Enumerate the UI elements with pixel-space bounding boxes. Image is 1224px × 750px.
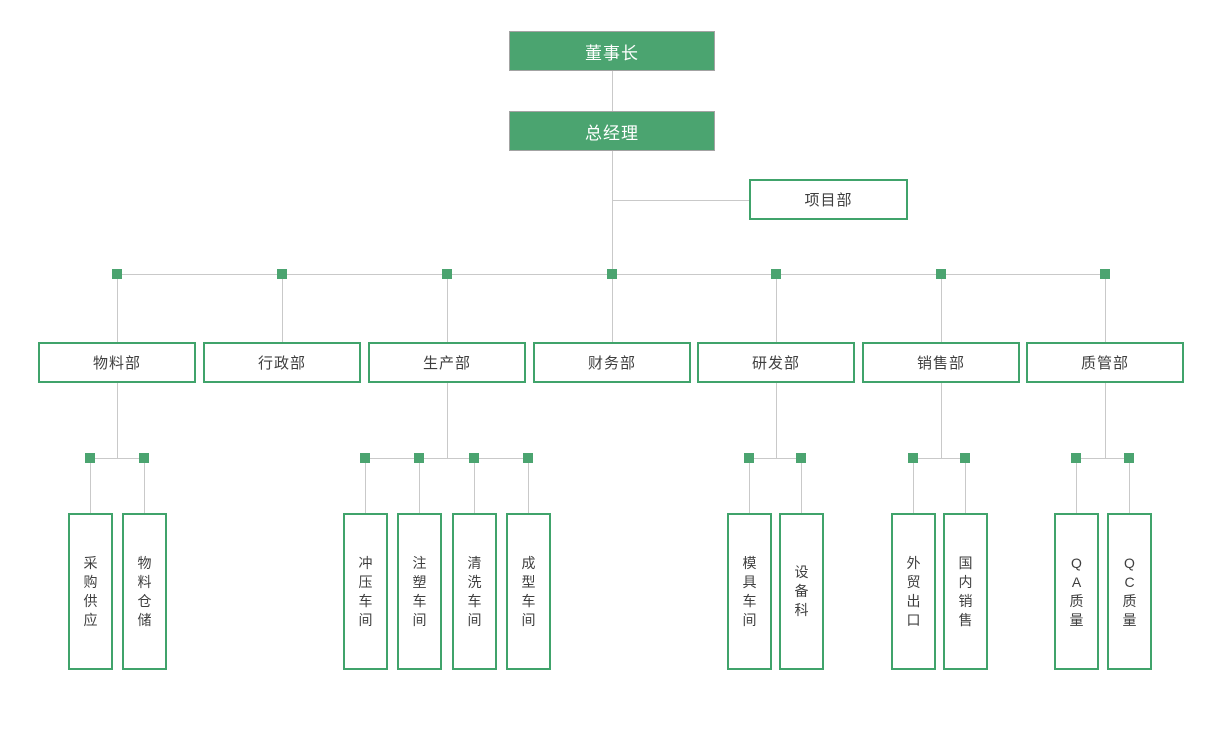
node-foreign-trade-export[interactable]: 外 贸 出 口 <box>891 513 936 670</box>
connector-line <box>447 274 448 342</box>
node-finance-dept[interactable]: 财务部 <box>533 342 691 383</box>
junction-marker <box>936 269 946 279</box>
connector-line <box>1129 458 1130 513</box>
node-cleaning-workshop[interactable]: 清 洗 车 间 <box>452 513 497 670</box>
connector-line <box>1076 458 1129 459</box>
node-injection-workshop[interactable]: 注 塑 车 间 <box>397 513 442 670</box>
junction-marker <box>1124 453 1134 463</box>
connector-line <box>913 458 914 513</box>
node-general-manager[interactable]: 总经理 <box>509 111 715 151</box>
junction-marker <box>607 269 617 279</box>
connector-line <box>801 458 802 513</box>
junction-marker <box>796 453 806 463</box>
node-equipment-section[interactable]: 设 备 科 <box>779 513 824 670</box>
node-production-dept[interactable]: 生产部 <box>368 342 526 383</box>
connector-line <box>612 151 613 274</box>
connector-line <box>965 458 966 513</box>
node-procurement-supply[interactable]: 采 购 供 应 <box>68 513 113 670</box>
junction-marker <box>85 453 95 463</box>
node-mold-workshop[interactable]: 模 具 车 间 <box>727 513 772 670</box>
junction-marker <box>442 269 452 279</box>
connector-line <box>419 458 420 513</box>
connector-line <box>447 383 448 458</box>
connector-line <box>1105 274 1106 342</box>
node-rnd-dept[interactable]: 研发部 <box>697 342 855 383</box>
node-stamping-workshop[interactable]: 冲 压 车 间 <box>343 513 388 670</box>
connector-line <box>282 274 283 342</box>
junction-marker <box>360 453 370 463</box>
junction-marker <box>1071 453 1081 463</box>
node-qc-quality[interactable]: Q C 质 量 <box>1107 513 1152 670</box>
node-chairman[interactable]: 董事长 <box>509 31 715 71</box>
junction-marker <box>960 453 970 463</box>
node-qa-quality[interactable]: Q A 质 量 <box>1054 513 1099 670</box>
node-quality-dept[interactable]: 质管部 <box>1026 342 1184 383</box>
connector-line <box>776 274 777 342</box>
junction-marker <box>112 269 122 279</box>
connector-line <box>474 458 475 513</box>
node-sales-dept[interactable]: 销售部 <box>862 342 1020 383</box>
junction-marker <box>1100 269 1110 279</box>
connector-line <box>117 274 118 342</box>
connector-line <box>749 458 750 513</box>
connector-line <box>1076 458 1077 513</box>
junction-marker <box>414 453 424 463</box>
connector-line <box>776 383 777 458</box>
connector-line <box>612 274 613 342</box>
junction-marker <box>771 269 781 279</box>
junction-marker <box>469 453 479 463</box>
node-material-warehouse[interactable]: 物 料 仓 储 <box>122 513 167 670</box>
connector-line <box>528 458 529 513</box>
connector-line <box>90 458 91 513</box>
connector-line <box>1105 383 1106 458</box>
connector-line <box>117 383 118 458</box>
connector-line <box>612 71 613 111</box>
junction-marker <box>139 453 149 463</box>
connector-line <box>941 383 942 458</box>
connector-line <box>365 458 366 513</box>
junction-marker <box>908 453 918 463</box>
junction-marker <box>523 453 533 463</box>
junction-marker <box>744 453 754 463</box>
connector-line <box>913 458 965 459</box>
node-admin-dept[interactable]: 行政部 <box>203 342 361 383</box>
node-materials-dept[interactable]: 物料部 <box>38 342 196 383</box>
node-domestic-sales[interactable]: 国 内 销 售 <box>943 513 988 670</box>
connector-line <box>749 458 801 459</box>
connector-line <box>365 458 528 459</box>
connector-line <box>90 458 144 459</box>
node-molding-workshop[interactable]: 成 型 车 间 <box>506 513 551 670</box>
connector-line <box>144 458 145 513</box>
connector-line <box>941 274 942 342</box>
connector-line <box>612 200 749 201</box>
junction-marker <box>277 269 287 279</box>
node-project-dept[interactable]: 项目部 <box>749 179 908 220</box>
